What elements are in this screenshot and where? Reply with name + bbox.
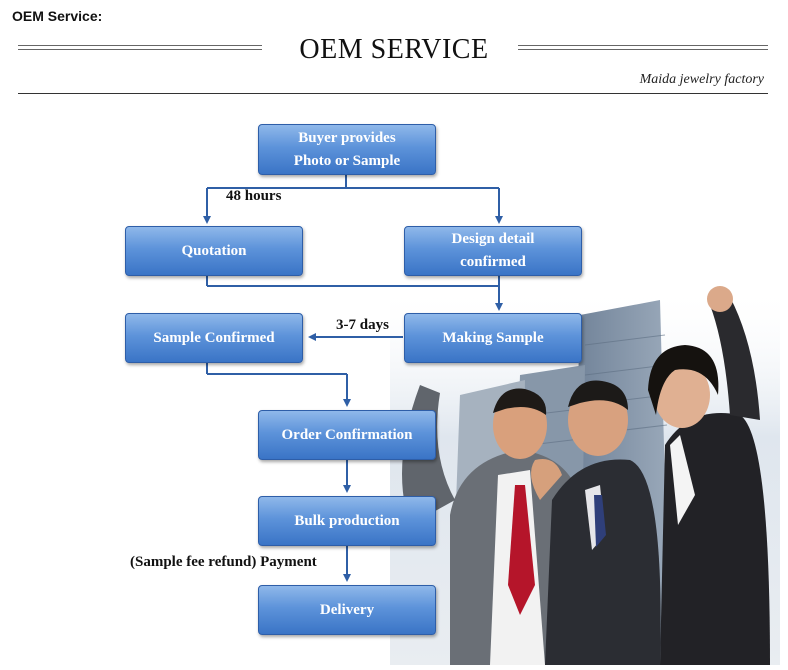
note-48-hours: 48 hours [226, 188, 282, 204]
step-order-confirmation: Order Confirmation [258, 410, 436, 460]
step-bulk-production: Bulk production [258, 496, 436, 546]
step-making-sample: Making Sample [404, 313, 582, 363]
page-title: OEM SERVICE [299, 34, 489, 65]
business-team-photo [390, 285, 780, 665]
title-right-divider [518, 45, 768, 50]
title-left-divider [18, 45, 262, 50]
note-3-7-days: 3-7 days [336, 317, 389, 333]
note-payment: (Sample fee refund) Payment [130, 554, 317, 570]
factory-name: Maida jewelry factory [639, 72, 764, 87]
section-heading: OEM Service: [12, 8, 103, 24]
step-quotation: Quotation [125, 226, 303, 276]
step-sample-confirmed: Sample Confirmed [125, 313, 303, 363]
header-rule [18, 93, 768, 94]
step-delivery: Delivery [258, 585, 436, 635]
